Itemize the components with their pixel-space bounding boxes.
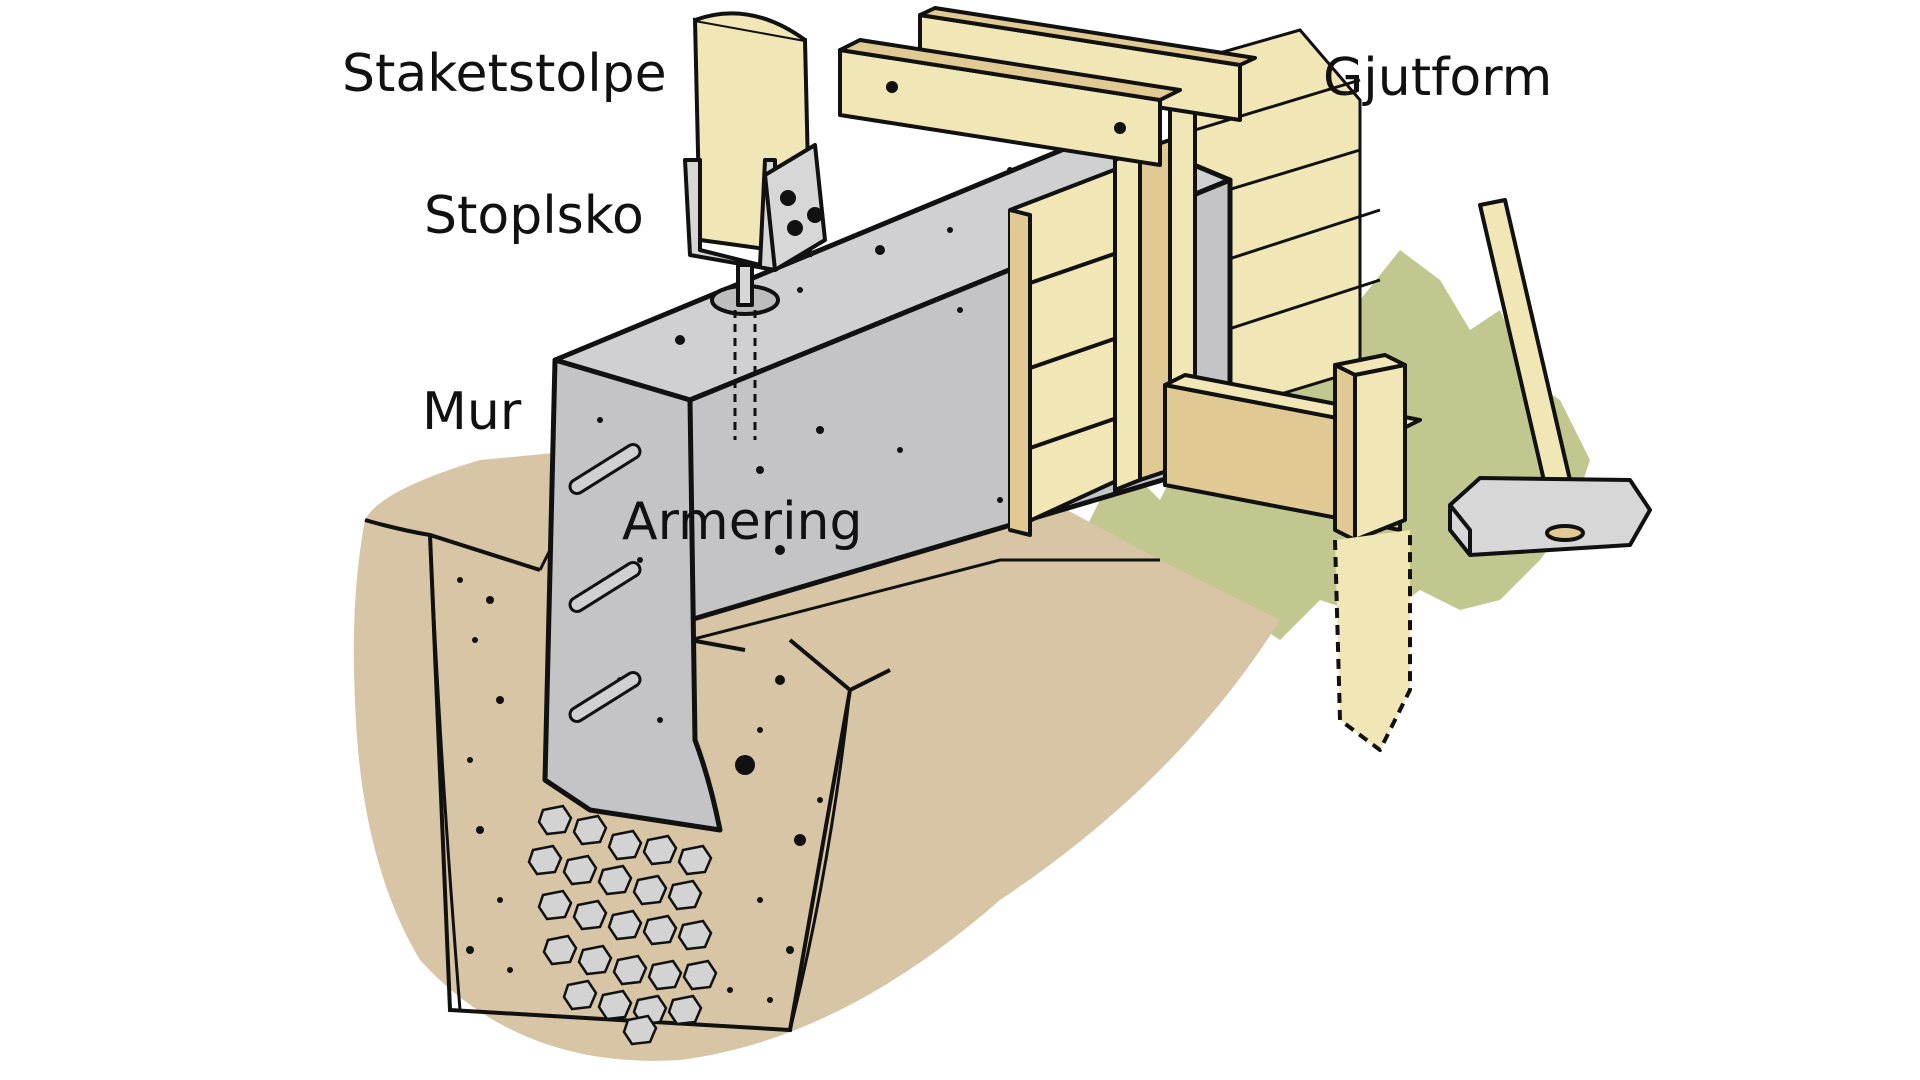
label-stoplsko: Stoplsko bbox=[424, 186, 644, 246]
top-crossboards bbox=[838, 6, 1257, 167]
sledgehammer-icon bbox=[1448, 198, 1652, 557]
label-armering: Armering bbox=[622, 492, 863, 552]
trench-outline bbox=[364, 518, 891, 1033]
formwork-panel bbox=[1008, 158, 1142, 537]
stake-icon bbox=[1333, 353, 1412, 752]
label-staketstolpe: Staketstolpe bbox=[342, 44, 667, 104]
label-mur: Mur bbox=[422, 382, 522, 442]
post-shoe-icon bbox=[683, 143, 827, 440]
label-gjutform: Gjutform bbox=[1323, 48, 1553, 108]
rebar-ends bbox=[568, 443, 642, 723]
soil-dots bbox=[457, 577, 823, 1003]
